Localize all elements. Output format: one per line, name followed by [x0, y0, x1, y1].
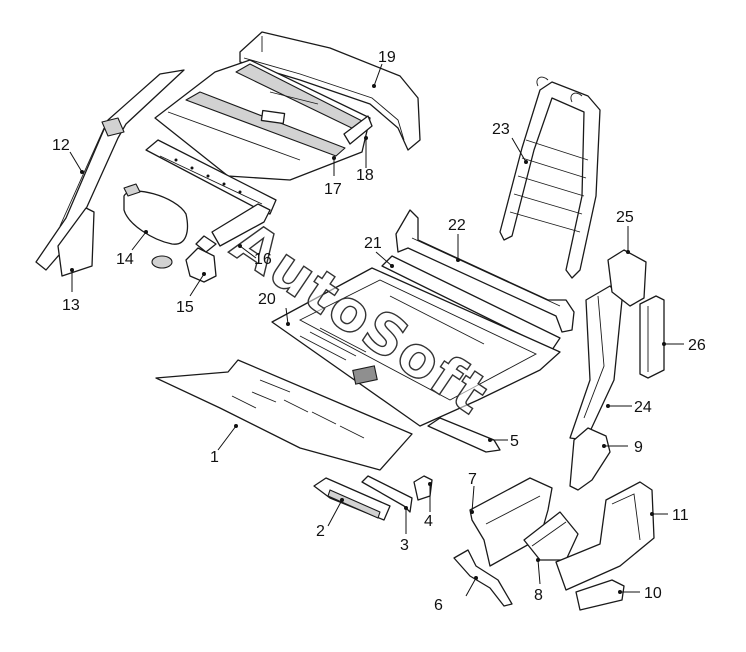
callout-13: 13: [62, 297, 80, 314]
callout-15: 15: [176, 299, 194, 316]
callout-5: 5: [510, 433, 519, 450]
callout-10: 10: [644, 585, 662, 602]
callout-9: 9: [634, 439, 643, 456]
callout-26: 26: [688, 337, 706, 354]
callout-8: 8: [534, 587, 543, 604]
part-3-bracket[interactable]: [361, 475, 413, 513]
part-14-visor[interactable]: [123, 183, 189, 245]
part-25-block[interactable]: [607, 249, 647, 307]
part-24-rear-pillar[interactable]: [569, 285, 623, 441]
callout-22: 22: [448, 217, 466, 234]
callout-25: 25: [616, 209, 634, 226]
part-5-sill-strip[interactable]: [427, 417, 501, 453]
part-10-strip[interactable]: [575, 579, 625, 611]
part-21-strip[interactable]: [381, 255, 561, 351]
callout-18: 18: [356, 167, 374, 184]
callout-11: 11: [672, 507, 689, 524]
callout-21: 21: [364, 235, 382, 252]
part-9-bracket[interactable]: [569, 427, 611, 491]
callout-7: 7: [468, 471, 477, 488]
part-13-side-panel[interactable]: [57, 207, 95, 277]
part-18-rail[interactable]: [343, 115, 373, 145]
part-6-strap[interactable]: [453, 549, 513, 607]
roof-cross-member[interactable]: [145, 139, 277, 215]
part-16-angle-bracket[interactable]: [211, 203, 271, 247]
part-19-roof-rail[interactable]: [239, 31, 421, 151]
callout-1: 1: [210, 449, 219, 466]
part-26-panel[interactable]: [639, 295, 665, 379]
callout-24: 24: [634, 399, 652, 416]
part-11-arch-panel[interactable]: [555, 481, 655, 591]
part-1-floor-panel[interactable]: [155, 359, 413, 471]
callout-23: 23: [492, 121, 510, 138]
callout-16: 16: [254, 251, 272, 268]
callout-12: 12: [52, 137, 70, 154]
callout-3: 3: [400, 537, 409, 554]
leader-lines: [69, 63, 684, 597]
callout-17: 17: [324, 181, 342, 198]
part-2-bracket[interactable]: [313, 477, 391, 521]
callout-20: 20: [258, 291, 276, 308]
callout-numbers: 1 2 3 4 5 6 7 8 9 10 11 12 13 14 15 16 1…: [52, 49, 706, 614]
part-17-roof-panel[interactable]: [154, 59, 371, 181]
callout-4: 4: [424, 513, 433, 530]
part-22-cross-member[interactable]: [395, 209, 575, 333]
callout-19: 19: [378, 49, 396, 66]
part-8-floor-bracket[interactable]: [523, 511, 579, 561]
part-23-ladder[interactable]: [499, 76, 601, 279]
callout-6: 6: [434, 597, 443, 614]
part-12-pillar-trim[interactable]: [35, 69, 185, 271]
part-20-floor-pan[interactable]: [271, 267, 561, 427]
callout-14: 14: [116, 251, 134, 268]
callout-2: 2: [316, 523, 325, 540]
part-15-bracket[interactable]: [151, 235, 217, 283]
part-4-clip[interactable]: [413, 475, 433, 501]
